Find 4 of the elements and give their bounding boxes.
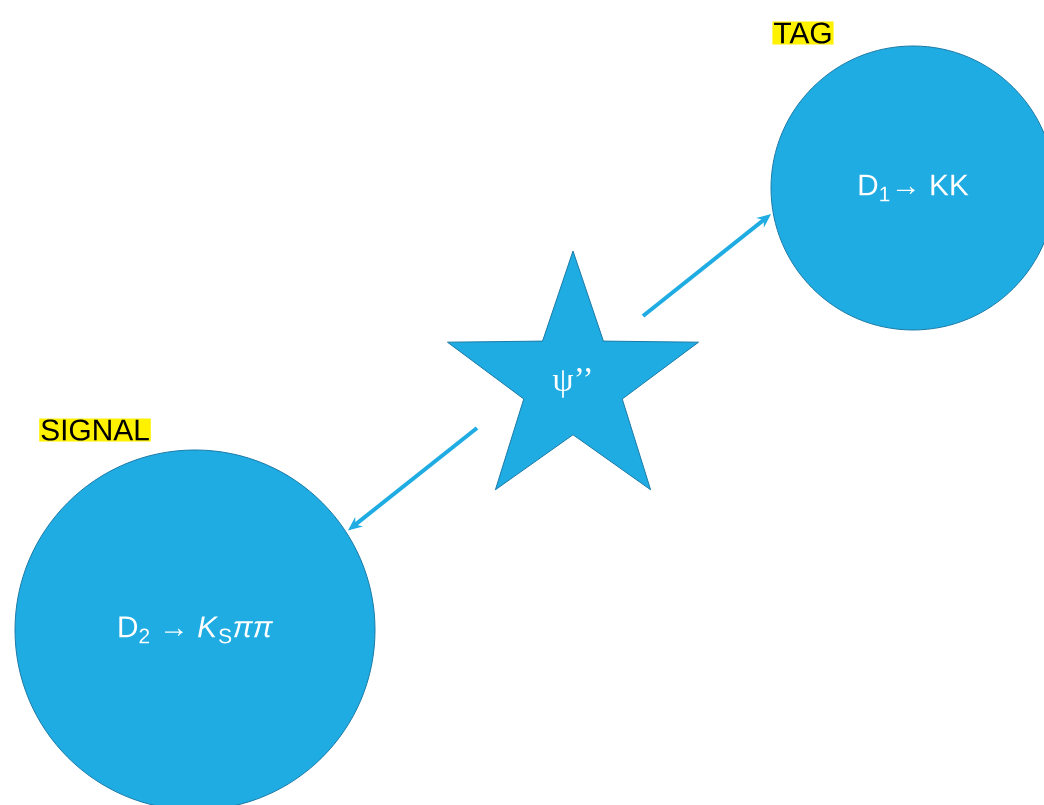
circle-node: D$_{1}$→ KK: [770, 45, 1044, 331]
highlighted-heading: SIGNAL: [39, 418, 151, 442]
circle-node: D$_{2}$ → K$_{S}$ππ: [14, 449, 376, 805]
highlighted-heading: TAG: [772, 21, 834, 45]
